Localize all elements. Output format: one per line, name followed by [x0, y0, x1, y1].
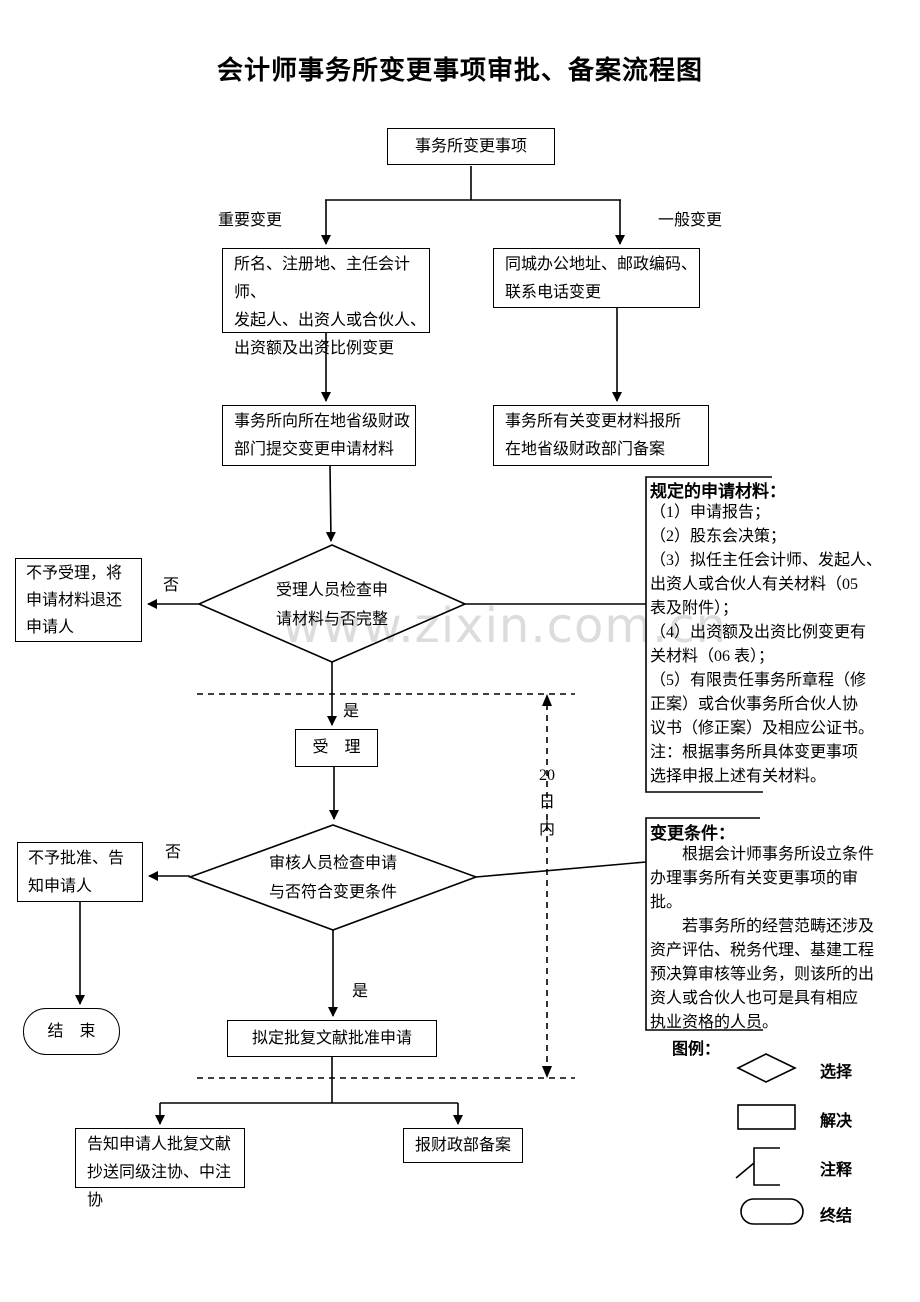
yes-label-2: 是 — [352, 983, 369, 1000]
legend-item-select: 选择 — [820, 1064, 853, 1081]
materials-note-body: （1）申请报告； （2）股东会决策； （3）拟任主任会计师、发起人、 出资人或合… — [650, 504, 883, 785]
branch-label-important: 重要变更 — [218, 212, 283, 229]
filing-node: 事务所有关变更材料报所 在地省级财政部门备案 — [493, 405, 709, 466]
deadline-label: 20 日 内 — [538, 767, 555, 838]
branch-label-general: 一般变更 — [658, 212, 723, 229]
accept-node: 受 理 — [295, 729, 378, 767]
legend-terminator-icon — [740, 1198, 804, 1225]
connector-submit-decision1 — [325, 465, 336, 542]
page-title: 会计师事务所变更事项审批、备案流程图 — [216, 56, 703, 85]
deadline-arrow-up — [542, 694, 552, 706]
legend-item-annotate: 注释 — [820, 1162, 853, 1179]
legend-annotation-icon-tail — [735, 1162, 755, 1179]
deadline-arrow-down — [542, 1066, 552, 1078]
decision-1-label: 受理人员检查申 请材料与否完整 — [275, 582, 388, 628]
conditions-note-body: 根据会计师事务所设立条件 办理事务所有关变更事项的审 批。 若事务所的经营范畴还… — [650, 846, 875, 1031]
legend-annotation-icon — [753, 1147, 780, 1186]
legend-rectangle-icon — [737, 1104, 796, 1130]
legend-title: 图例： — [672, 1041, 721, 1058]
connector-decision2-conditions-note — [475, 861, 647, 878]
watermark-text: www.zixin.com.cn — [282, 598, 728, 654]
conditions-note-title: 变更条件： — [650, 824, 735, 843]
end-node: 结 束 — [23, 1008, 120, 1055]
yes-label-1: 是 — [343, 703, 360, 720]
important-change-node: 所名、注册地、主任会计师、 发起人、出资人或合伙人、 出资额及出资比例变更 — [222, 248, 430, 357]
materials-note-title: 规定的申请材料： — [650, 482, 786, 501]
start-node: 事务所变更事项 — [387, 128, 555, 165]
reject-approval-node: 不予批准、告 知申请人 — [17, 842, 143, 902]
notify-node: 告知申请人批复文献 抄送同级注协、中注协 — [75, 1128, 245, 1209]
submit-node: 事务所向所在地省级财政 部门提交变更申请材料 — [222, 405, 416, 466]
legend-item-terminate: 终结 — [820, 1208, 853, 1225]
no-label-2: 否 — [165, 844, 182, 861]
conditions-note-bracket — [645, 817, 763, 1031]
draft-approval-node: 拟定批复文献批准申请 — [227, 1020, 437, 1057]
decision-2-label: 审核人员检查申请 与否符合变更条件 — [268, 855, 397, 901]
legend-item-solve: 解决 — [820, 1113, 853, 1130]
reject-acceptance-node: 不予受理，将 申请材料退还 申请人 — [15, 558, 142, 642]
general-change-node: 同城办公地址、邮政编码、 联系电话变更 — [493, 248, 700, 308]
materials-note-bracket — [645, 476, 772, 793]
no-label-1: 否 — [163, 577, 180, 594]
report-node: 报财政部备案 — [403, 1128, 523, 1163]
legend-diamond-icon — [736, 1053, 797, 1083]
